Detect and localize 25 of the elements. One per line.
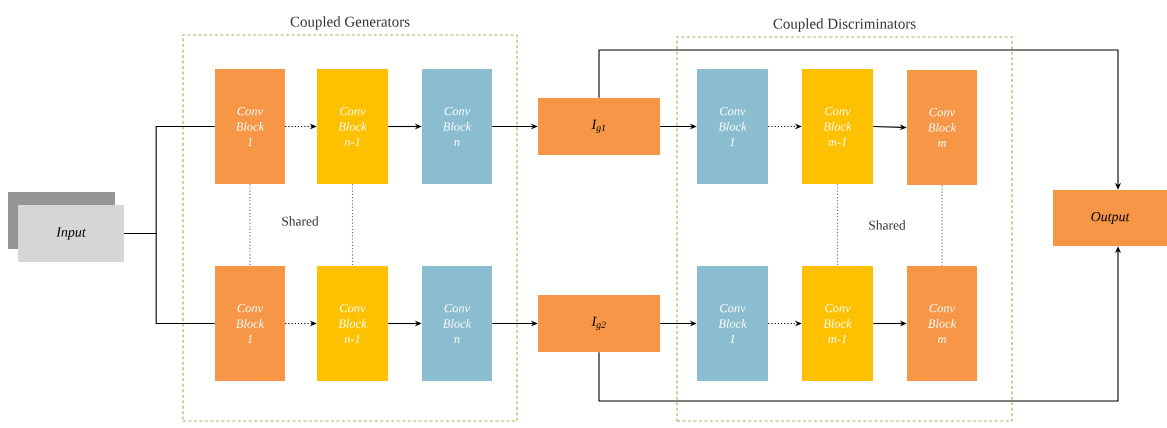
shared-link (249, 183, 251, 267)
conv-block: Conv Block 1 (215, 69, 285, 184)
process-box: I$_{g1}$ (538, 98, 660, 155)
conv-block: Conv Block 1 (697, 266, 768, 381)
process-box: Input (18, 205, 124, 262)
process-box: I$_{g2}$ (538, 295, 660, 352)
connector-line (123, 232, 216, 325)
shared-link (836, 183, 839, 267)
conv-block: Conv Block m (907, 266, 977, 381)
shared-label: Shared (869, 220, 906, 230)
conv-block: Conv Block n-1 (317, 266, 388, 381)
conv-block: Conv Block n-1 (317, 69, 388, 184)
node-label: Coupled Generators (290, 16, 410, 30)
shared-label: Shared (282, 216, 319, 226)
node-label: Coupled Discriminators (773, 18, 916, 32)
shared-link (351, 183, 354, 267)
shared-link (941, 184, 943, 267)
conv-block: Conv Block 1 (697, 69, 768, 184)
conv-block: Conv Block m-1 (802, 69, 873, 184)
conv-block: Conv Block n (422, 69, 492, 184)
conv-block: Conv Block n (422, 266, 492, 381)
process-box: Output (1053, 190, 1167, 246)
conv-block: Conv Block m (907, 70, 977, 185)
conv-block: Conv Block 1 (215, 266, 285, 381)
conv-block: Conv Block m-1 (802, 266, 873, 381)
